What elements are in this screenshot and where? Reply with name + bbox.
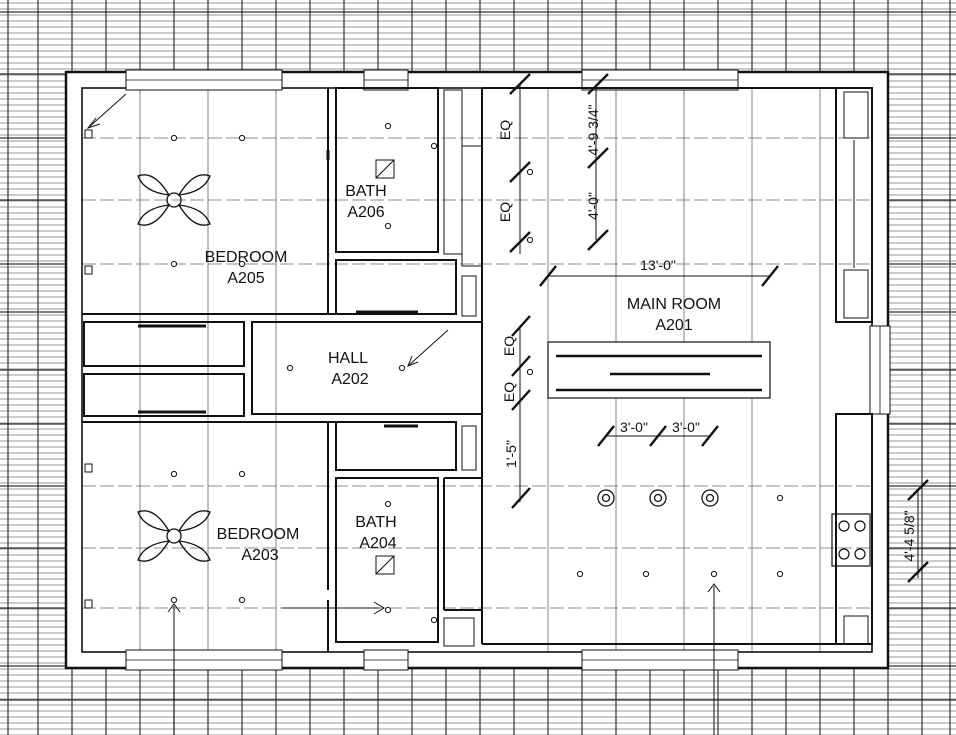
ceiling-light-icon (430, 142, 438, 150)
ceiling-light-icon (642, 570, 650, 578)
room-number-a206: A206 (347, 204, 384, 221)
ceiling-light-icon (286, 364, 294, 372)
dimension-4-4-5-8: 4'-4 5/8" (901, 510, 917, 561)
room-name-bedroom-a203: BEDROOM (217, 526, 300, 543)
interior-ceiling-lines (82, 88, 872, 652)
dimension-ticks (509, 73, 929, 583)
dimension-4-0: 4'-0" (585, 192, 601, 220)
dimension-4-9-3-4: 4'-9 3/4" (585, 104, 601, 155)
room-number-a202: A202 (331, 371, 368, 388)
light-fixtures (84, 122, 784, 624)
window-glazing (126, 79, 881, 661)
ceiling-light-icon (384, 606, 392, 614)
kitchen-island (547, 341, 771, 399)
room-number-a201: A201 (655, 317, 692, 334)
ceiling-light-icon (526, 236, 534, 244)
ceiling-light-icon (238, 470, 246, 478)
dimension-3-0-a: 3'-0" (620, 419, 648, 435)
ceiling-light-icon (526, 168, 534, 176)
ceiling-light-icon (384, 222, 392, 230)
room-name-bedroom-a205: BEDROOM (205, 249, 288, 266)
ceiling-light-icon (430, 616, 438, 624)
doors (138, 150, 418, 428)
ceiling-light-icon (576, 570, 584, 578)
ceiling-fan-icon (137, 510, 211, 562)
room-number-a204: A204 (359, 535, 396, 552)
ceiling-light-icon (238, 596, 246, 604)
ceiling-fan-icon (137, 174, 211, 226)
dimension-1-5: 1'-5" (503, 440, 519, 468)
room-number-a203: A203 (241, 547, 278, 564)
cooktop-icon (831, 513, 871, 567)
ceiling-light-icon (170, 470, 178, 478)
ceiling-light-icon (170, 260, 178, 268)
ceiling-light-icon (776, 570, 784, 578)
ceiling-light-icon (398, 364, 406, 372)
room-name-bath-a206: BATH (345, 183, 386, 200)
wall-switch-icon (84, 463, 93, 473)
ceiling-light-icon (384, 500, 392, 508)
wall-switch-icon (84, 265, 93, 275)
room-name-hall-a202: HALL (328, 350, 368, 367)
dimension-eq-1: EQ (497, 120, 513, 140)
dimension-3-0-b: 3'-0" (672, 419, 700, 435)
wall-switch-icon (84, 129, 93, 139)
dimension-13-0: 13'-0" (640, 257, 676, 273)
ceiling-light-icon (238, 260, 246, 268)
ceiling-light-icon (170, 134, 178, 142)
ceiling-light-icon (526, 368, 534, 376)
thin-partitions (443, 89, 869, 647)
ceiling-light-icon (710, 570, 718, 578)
wall-switch-icon (84, 599, 93, 609)
dimension-eq-4: EQ (501, 382, 517, 402)
ceiling-light-icon (384, 122, 392, 130)
exhaust-fan-icon (375, 159, 395, 179)
room-name-main-room-a201: MAIN ROOM (627, 296, 721, 313)
leader-arrows (86, 117, 721, 615)
ceiling-light-icon (170, 596, 178, 604)
room-number-a205: A205 (227, 270, 264, 287)
dimension-eq-2: EQ (497, 202, 513, 222)
dimension-eq-3: EQ (501, 336, 517, 356)
ceiling-light-icon (238, 134, 246, 142)
room-name-bath-a204: BATH (355, 514, 396, 531)
pendant-lights (597, 489, 719, 507)
ceiling-light-icon (776, 494, 784, 502)
exhaust-fan-icon (375, 555, 395, 575)
